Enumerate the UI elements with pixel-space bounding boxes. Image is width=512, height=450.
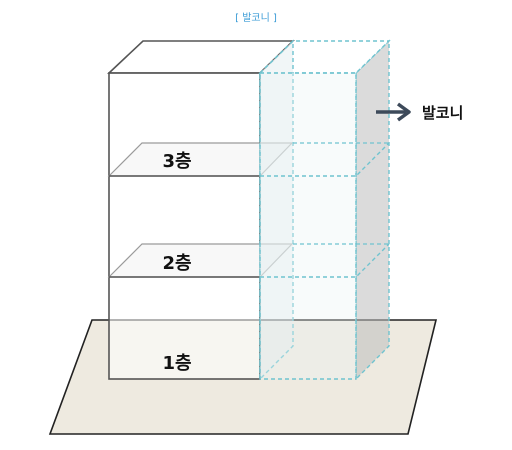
balcony-right-face xyxy=(355,39,390,381)
balcony-label: 발코니 xyxy=(422,104,463,122)
arrow-icon xyxy=(376,102,411,122)
caption: [ 발코니 ] xyxy=(235,13,277,24)
floor-label-3: 3층 xyxy=(162,151,191,172)
balcony-front-face xyxy=(259,72,357,380)
building-front xyxy=(108,72,261,380)
balcony-slab-2 xyxy=(260,243,390,278)
floor-label-2: 2층 xyxy=(162,253,191,274)
balcony-slab-3 xyxy=(260,142,390,177)
floor-label-1: 1층 xyxy=(162,353,191,374)
